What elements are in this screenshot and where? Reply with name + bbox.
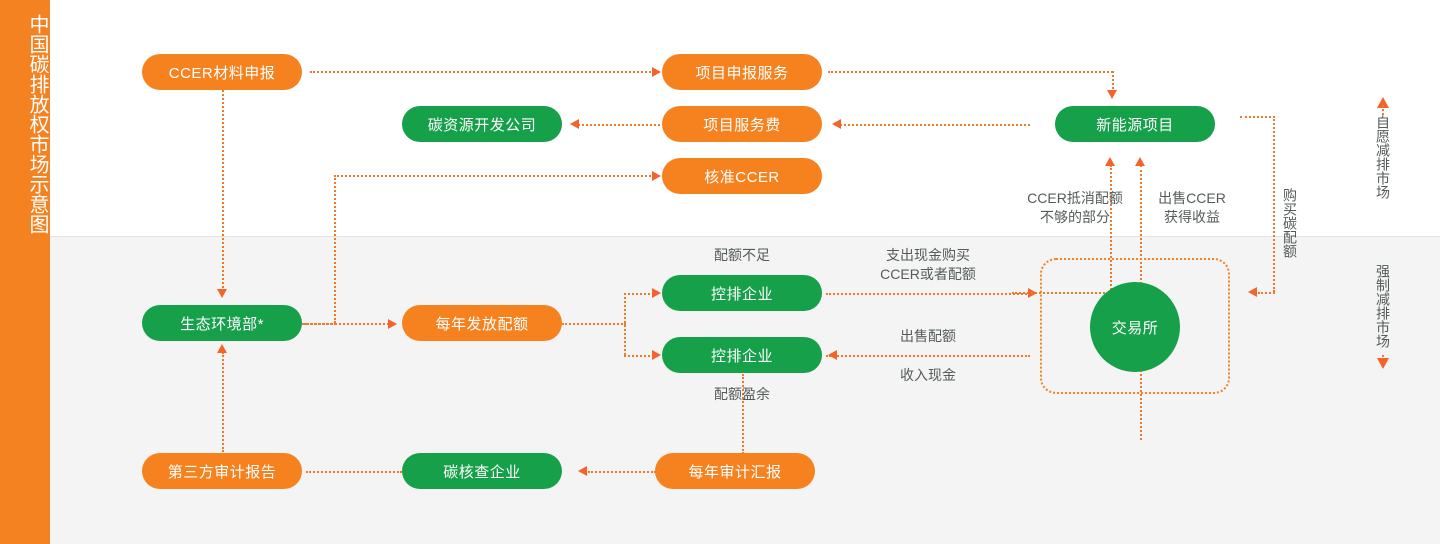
connector-verify-to-moee-v <box>222 352 224 452</box>
node-new-energy-project[interactable]: 新能源项目 <box>1055 106 1215 142</box>
node-moee[interactable]: 生态环境部* <box>142 305 302 341</box>
node-exchange[interactable]: 交易所 <box>1090 282 1180 372</box>
sidebar: 中国碳排放权市场示意图 <box>0 0 50 544</box>
connector-quota-branch-v <box>624 293 626 355</box>
connector-exchange-to-enterprise2 <box>826 355 1030 357</box>
arrowhead-right <box>652 67 661 77</box>
node-approved-ccer[interactable]: 核准CCER <box>662 158 822 194</box>
label-quota-shortage: 配额不足 <box>714 247 770 263</box>
connector-moee-to-approved-ccer-v <box>334 175 336 323</box>
arrowhead-left <box>578 466 587 476</box>
node-project-declare-service[interactable]: 项目申报服务 <box>662 54 822 90</box>
label-ccer-offset-shortfall-line2: 不够的部分 <box>1040 209 1110 225</box>
node-annual-audit-report[interactable]: 每年审计汇报 <box>655 453 815 489</box>
connector-ccer-to-declare-service <box>310 71 655 73</box>
connector-buy-quota-v <box>1273 116 1275 292</box>
node-annual-quota[interactable]: 每年发放配额 <box>402 305 562 341</box>
legend-voluntary-market: 自愿减排市场 <box>1375 115 1391 199</box>
label-ccer-offset-shortfall-line1: CCER抵消配额 <box>1027 190 1123 206</box>
arrowhead-up <box>1105 157 1115 166</box>
label-spend-cash-buy-line2: CCER或者配额 <box>880 266 976 282</box>
connector-declare-service-to-project-v <box>1112 71 1114 93</box>
legend-voluntary-stem <box>1382 105 1384 115</box>
connector-quota-branch-stem <box>562 323 626 325</box>
arrowhead-right <box>652 350 661 360</box>
label-receive-cash: 收入现金 <box>900 367 956 383</box>
connector-moee-to-annual-quota <box>304 323 392 325</box>
node-third-party-audit-report[interactable]: 第三方审计报告 <box>142 453 302 489</box>
arrow-down-icon <box>1377 358 1389 369</box>
label-sell-quota: 出售配额 <box>900 328 956 344</box>
label-quota-surplus: 配额盈余 <box>714 386 770 402</box>
connector-buy-quota-h <box>1258 292 1275 294</box>
connector-audit-to-enterprise2 <box>742 374 744 454</box>
connector-annual-audit-to-verify <box>588 471 656 473</box>
arrowhead-right <box>652 171 661 181</box>
connector-project-to-service-fee <box>840 124 1030 126</box>
connector-newenergy-to-exchange-h <box>1240 116 1275 118</box>
label-sell-ccer-line2: 获得收益 <box>1164 209 1220 225</box>
connector-audit-report-to-verify <box>306 471 402 473</box>
connector-declare-service-to-project-h <box>828 71 1113 73</box>
connector-service-fee-to-dev-company <box>578 124 660 126</box>
connector-ccer-offset-v <box>1110 165 1112 293</box>
label-spend-cash-buy-line1: 支出现金购买 <box>886 247 970 263</box>
node-controlled-enterprise-1[interactable]: 控排企业 <box>662 275 822 311</box>
connector-moee-to-approved-ccer-h <box>334 175 654 177</box>
arrowhead-left <box>1248 287 1257 297</box>
exchange-frame <box>1040 258 1230 394</box>
node-carbon-verification-company[interactable]: 碳核查企业 <box>402 453 562 489</box>
arrowhead-up <box>217 344 227 353</box>
label-buy-carbon-quota: 购买碳配额 <box>1282 188 1298 258</box>
arrowhead-left <box>832 119 841 129</box>
arrowhead-down <box>217 289 227 298</box>
arrowhead-right <box>388 319 397 329</box>
arrowhead-right <box>652 288 661 298</box>
label-sell-ccer-line1: 出售CCER <box>1158 190 1226 206</box>
connector-ccer-to-moee <box>222 90 224 292</box>
legend-compulsory-market: 强制减排市场 <box>1375 264 1391 348</box>
node-ccer-material[interactable]: CCER材料申报 <box>142 54 302 90</box>
connector-exchange-to-newenergy-h <box>1012 292 1112 294</box>
arrowhead-left <box>828 350 837 360</box>
connector-quota-to-enterprise-2 <box>624 355 654 357</box>
connector-enterprise1-to-exchange <box>826 293 1030 295</box>
arrowhead-left <box>570 119 579 129</box>
node-controlled-enterprise-2[interactable]: 控排企业 <box>662 337 822 373</box>
connector-quota-to-enterprise-1 <box>624 293 654 295</box>
node-project-service-fee[interactable]: 项目服务费 <box>662 106 822 142</box>
arrow-up-icon <box>1377 97 1389 108</box>
arrowhead-down <box>1107 90 1117 99</box>
arrowhead-up <box>1135 157 1145 166</box>
node-carbon-dev-company[interactable]: 碳资源开发公司 <box>402 106 562 142</box>
page-title: 中国碳排放权市场示意图 <box>26 14 48 234</box>
